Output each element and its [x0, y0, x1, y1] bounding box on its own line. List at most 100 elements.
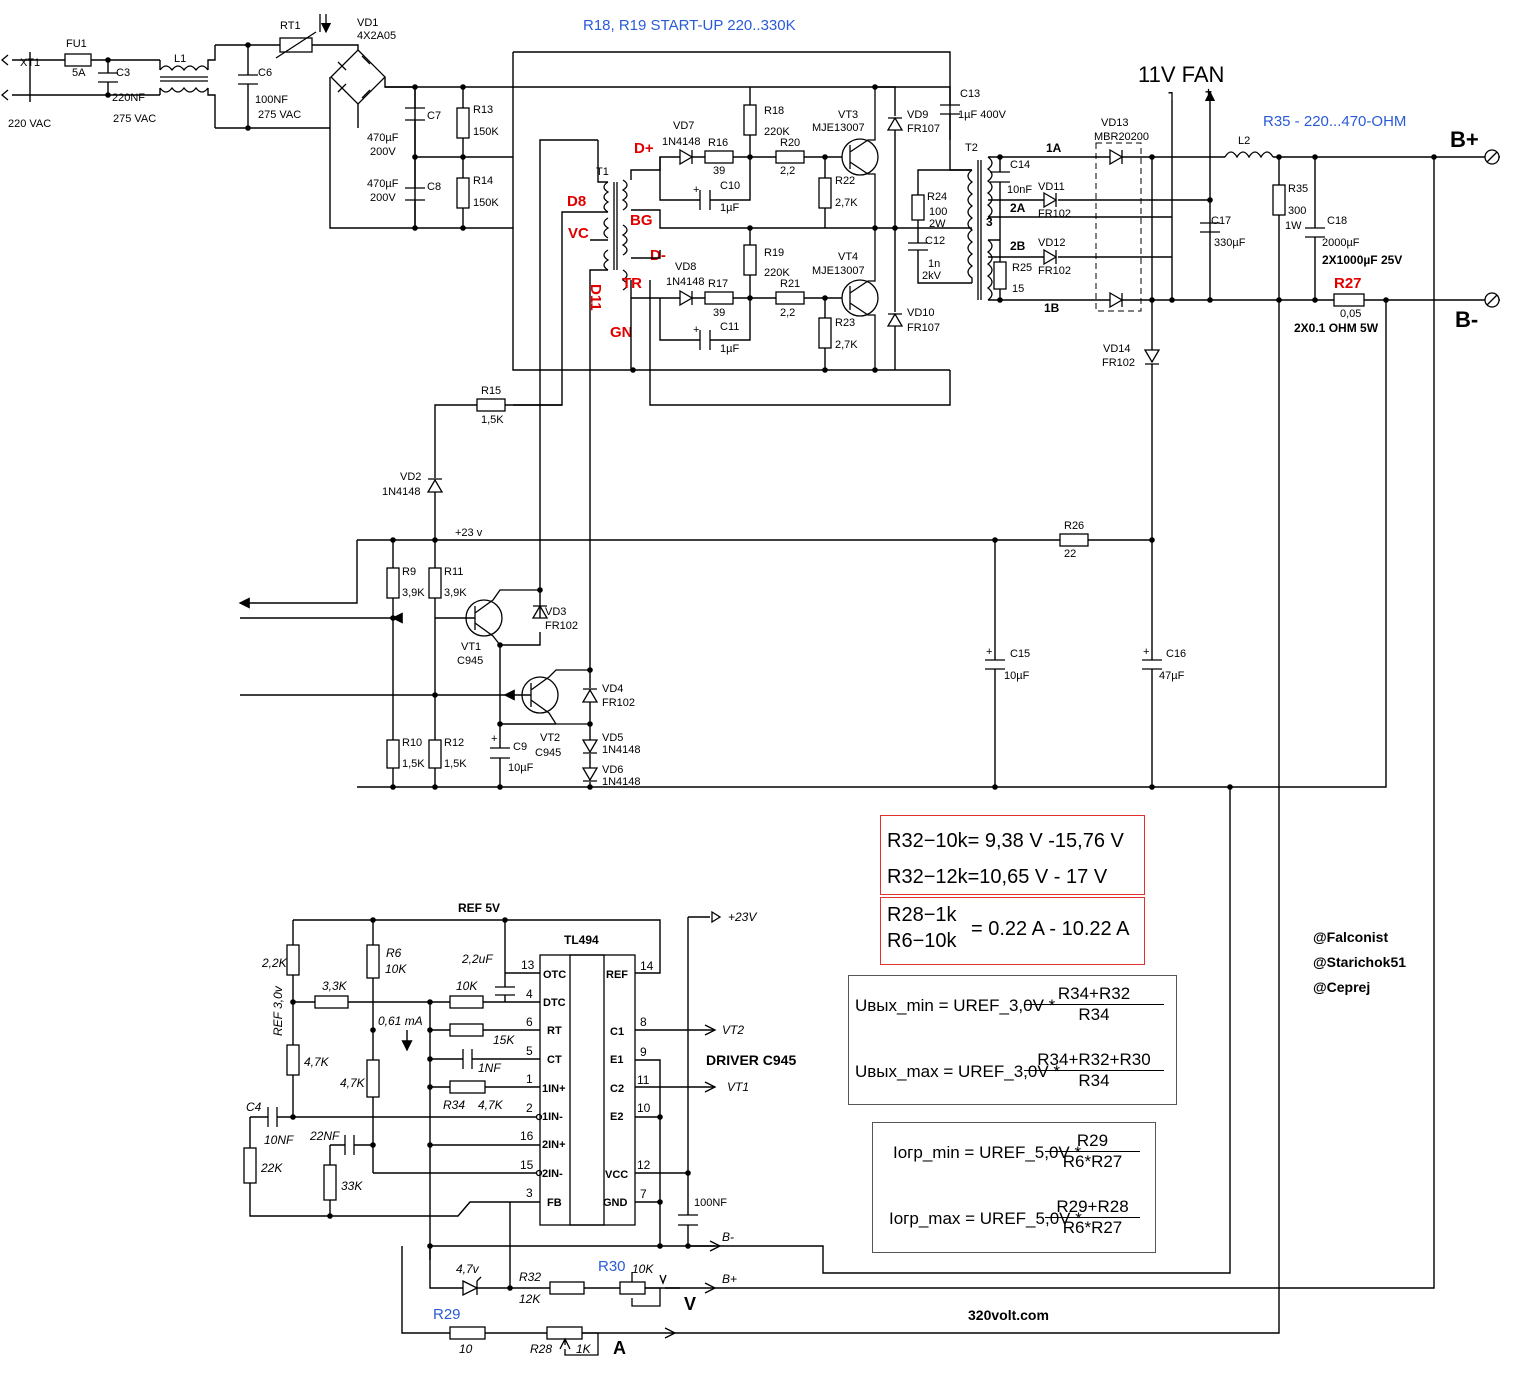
pin-fb: FB: [547, 1197, 562, 1209]
vd7-value: 1N4148: [662, 136, 701, 148]
c22u-label: 2,2uF: [461, 952, 493, 966]
pin-2in-plus: 2IN+: [542, 1139, 566, 1151]
u-min-fraction: R34+R32 R34: [1024, 984, 1164, 1025]
pin-e2: E2: [610, 1111, 623, 1123]
v23-label: +23 v: [455, 527, 483, 539]
bminus-pwm-label: B-: [722, 1230, 734, 1244]
vt3-value: MJE13007: [812, 122, 865, 134]
r27-value: 0,05: [1340, 308, 1361, 320]
bg-label: BG: [630, 212, 653, 229]
vd12-value: FR102: [1038, 265, 1071, 277]
gn-label: GN: [610, 324, 633, 341]
credit-1: @Falconist: [1313, 929, 1389, 945]
r26-resistor: [1059, 533, 1089, 547]
vd12-label: VD12: [1038, 237, 1066, 249]
r10k-dtc-resistor: [449, 995, 484, 1009]
vd13-package: [1095, 142, 1142, 312]
r33k-b-label: 33K: [341, 1179, 363, 1193]
c4-value: 10NF: [264, 1133, 294, 1147]
half-bridge-section: VD7 1N4148 R16 39 + C10 1µF R18 220K R20…: [630, 84, 972, 373]
r9-label: R9: [402, 566, 416, 578]
r14-resistor: [456, 177, 470, 209]
output-section: T2 3 C14 10nF R25 15 1A 2A 2B 1B VD11 FR…: [965, 85, 1500, 540]
i-min-denominator: R6*R27: [1062, 1152, 1123, 1171]
pin-15-num: 15: [520, 1158, 534, 1172]
ref30-label: REF 3,0v: [271, 985, 285, 1036]
vc-label: VC: [568, 225, 589, 242]
r15k-label: 15K: [493, 1033, 515, 1047]
vd1-label: VD1: [357, 17, 378, 29]
vd13-label: VD13: [1101, 117, 1129, 129]
r32-range-note: R32−10k= 9,38 V -15,76 V R32−12k=10,65 V…: [880, 815, 1145, 895]
vt4-label: VT4: [838, 251, 858, 263]
u-max-line: Uвых_max = UREF_3,0V *: [855, 1062, 1061, 1081]
r23-resistor: [818, 317, 832, 349]
c6-rating: 275 VAC: [258, 109, 301, 121]
c14-value: 10nF: [1007, 184, 1032, 196]
pin-16-num: 16: [520, 1129, 534, 1143]
r6-label: R6: [386, 946, 402, 960]
i-max-line: Iогр_max = UREF_5,0V *: [889, 1209, 1082, 1228]
r20-resistor: [775, 150, 805, 164]
r15-resistor: [476, 398, 506, 412]
r22-label: R22: [835, 175, 855, 187]
pin-gnd: GND: [603, 1197, 628, 1209]
r32-resistor: [549, 1281, 585, 1295]
c17-value: 330µF: [1214, 237, 1246, 249]
c16-plus: +: [1143, 646, 1149, 658]
d8-label: D8: [567, 193, 586, 210]
c7-label: C7: [427, 110, 441, 122]
r35-resistor: [1272, 184, 1286, 216]
r13-label: R13: [473, 104, 493, 116]
c13-label: C13: [960, 88, 980, 100]
r30-pot[interactable]: [619, 1281, 646, 1295]
r16-label: R16: [708, 137, 728, 149]
r14-value: 150K: [473, 197, 499, 209]
pin-7-num: 7: [640, 1187, 647, 1201]
pin-3-num: 3: [526, 1186, 533, 1200]
r19-label: R19: [764, 247, 784, 259]
pin-vcc: VCC: [605, 1169, 628, 1181]
r14-label: R14: [473, 175, 493, 187]
drive-transformer: T1 D+ BG D- TR GN D8 VC D11: [513, 139, 875, 670]
u-max-fraction: R34+R32+R30 R34: [1024, 1050, 1164, 1091]
vt1-value: C945: [457, 655, 483, 667]
r17-resistor: [704, 291, 734, 305]
r11-value: 3,9K: [444, 587, 467, 599]
vt1-label: VT1: [461, 641, 481, 653]
c8-voltage: 200V: [370, 192, 396, 204]
c3-label: C3: [116, 67, 130, 79]
r25-value: 15: [1012, 283, 1024, 295]
credit-3: @Ceprej: [1313, 979, 1371, 995]
pin-13-num: 13: [521, 958, 535, 972]
r27-label: R27: [1334, 275, 1362, 292]
credits: @Falconist @Starichok51 @Ceprej: [1313, 925, 1406, 1000]
r6-lhs: R6−10k: [887, 930, 957, 952]
vd10-value: FR107: [907, 322, 940, 334]
r34-value: 4,7K: [478, 1098, 504, 1112]
r34-resistor: [449, 1080, 486, 1094]
pin-1in-plus: 1IN+: [542, 1083, 566, 1095]
r22k-fb-resistor: [243, 1147, 257, 1184]
r29-value: 10: [459, 1342, 473, 1356]
c16-value: 47µF: [1159, 670, 1185, 682]
fu1-value: 5A: [72, 67, 86, 79]
pin-dtc: DTC: [543, 997, 566, 1009]
i-min-numerator: R29: [1045, 1131, 1140, 1152]
r17-label: R17: [708, 278, 728, 290]
r10-value: 1,5K: [402, 758, 425, 770]
r28-pot[interactable]: [546, 1326, 583, 1340]
r16-resistor: [704, 150, 734, 164]
r25-label: R25: [1012, 262, 1032, 274]
pin-6-num: 6: [526, 1015, 533, 1029]
c18-label: C18: [1327, 215, 1347, 227]
r32-10k-lhs: R32−10k: [887, 830, 968, 852]
vd13-value: MBR20200: [1094, 131, 1149, 143]
c22nf-label: 22NF: [309, 1129, 340, 1143]
r30-value: 10K: [632, 1262, 654, 1276]
vd7-label: VD7: [673, 120, 694, 132]
d11-label: D11: [587, 284, 604, 311]
fan-minus-label: -: [1168, 85, 1172, 99]
t1-label: T1: [596, 166, 609, 178]
